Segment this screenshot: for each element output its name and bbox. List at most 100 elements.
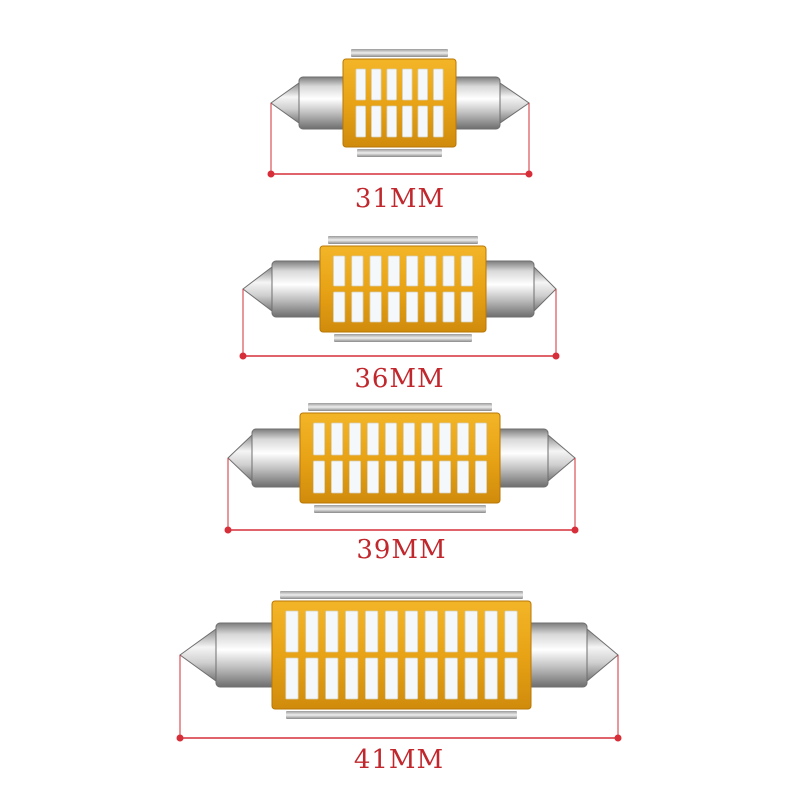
left-end-cap <box>271 260 325 318</box>
led-chip <box>439 460 451 494</box>
led-chip <box>369 255 382 287</box>
led-chip <box>457 460 469 494</box>
top-heatsink-rail <box>351 49 448 57</box>
right-end-tip <box>533 265 557 313</box>
top-heatsink-rail <box>328 236 478 244</box>
led-chip <box>484 657 498 700</box>
led-chip <box>504 657 518 700</box>
led-chip <box>424 255 437 287</box>
led-chip <box>424 657 438 700</box>
led-chip <box>442 291 455 323</box>
led-chip <box>385 460 397 494</box>
led-chip <box>417 68 428 101</box>
led-chip <box>406 291 419 323</box>
led-chip <box>406 255 419 287</box>
right-end-tip <box>586 627 619 683</box>
led-chip <box>464 657 478 700</box>
dimension-endpoint-right <box>571 526 579 534</box>
dimension-endpoint-left <box>267 170 275 178</box>
top-heatsink-rail <box>308 403 492 411</box>
led-chip <box>345 610 359 653</box>
pcb-board <box>299 412 501 504</box>
led-chip <box>387 255 400 287</box>
bulb-36mm <box>239 236 560 360</box>
led-chip <box>355 105 366 138</box>
led-chip <box>402 68 413 101</box>
led-chip <box>475 460 487 494</box>
right-end-cap <box>451 76 501 130</box>
left-end-tip <box>242 265 273 313</box>
bulb-31mm <box>267 49 533 178</box>
size-label-31mm: 31MM <box>354 184 446 214</box>
dimension-endpoint-right <box>552 352 560 360</box>
led-chip <box>442 255 455 287</box>
bulb-41mm <box>176 591 622 742</box>
led-chip <box>369 291 382 323</box>
led-chip <box>386 105 397 138</box>
led-chip <box>349 422 361 456</box>
dimension-endpoint-right <box>525 170 533 178</box>
led-chip <box>424 610 438 653</box>
top-heatsink-rail <box>280 591 523 599</box>
led-chip <box>331 422 343 456</box>
left-end-tip <box>227 433 253 483</box>
led-chip <box>313 422 325 456</box>
left-end-tip <box>270 82 300 124</box>
led-chip <box>325 657 339 700</box>
led-chip <box>371 105 382 138</box>
left-end-cap <box>251 428 305 488</box>
led-chip <box>403 422 415 456</box>
bottom-heatsink-rail <box>334 334 472 342</box>
bulb-39mm <box>224 403 579 534</box>
led-chip <box>367 422 379 456</box>
bottom-heatsink-rail <box>286 711 517 719</box>
led-chip <box>439 422 451 456</box>
led-chip <box>444 610 458 653</box>
right-end-cap <box>481 260 535 318</box>
led-chip <box>403 460 415 494</box>
led-chip <box>313 460 325 494</box>
led-chip <box>444 657 458 700</box>
left-end-cap <box>298 76 348 130</box>
led-chip <box>424 291 437 323</box>
led-chip <box>421 422 433 456</box>
led-chip <box>365 610 379 653</box>
led-chip <box>421 460 433 494</box>
led-chip <box>365 657 379 700</box>
led-chip <box>351 291 364 323</box>
left-end-cap <box>215 622 277 688</box>
dimension-endpoint-right <box>614 734 622 742</box>
size-label-39mm: 39MM <box>356 535 447 565</box>
led-chip <box>349 460 361 494</box>
led-chip <box>433 105 444 138</box>
led-chip <box>402 105 413 138</box>
led-chip <box>325 610 339 653</box>
size-label-41mm: 41MM <box>353 745 445 775</box>
right-end-cap <box>526 622 588 688</box>
led-chip <box>331 460 343 494</box>
led-chip <box>333 291 346 323</box>
led-chip <box>386 68 397 101</box>
led-chip <box>460 291 473 323</box>
led-chip <box>404 610 419 653</box>
led-chip <box>367 460 379 494</box>
left-end-tip <box>179 628 217 682</box>
led-chip <box>464 610 478 653</box>
bottom-heatsink-rail <box>357 149 442 157</box>
led-chip <box>504 610 518 653</box>
led-chip <box>285 610 299 653</box>
led-chip <box>475 422 487 456</box>
led-chip <box>355 68 366 101</box>
led-chip <box>433 68 444 101</box>
led-chip <box>385 422 397 456</box>
led-chip <box>371 68 382 101</box>
led-chip <box>457 422 469 456</box>
dimension-endpoint-left <box>176 734 184 742</box>
led-chip <box>333 255 346 287</box>
led-chip <box>387 291 400 323</box>
led-chip <box>345 657 359 700</box>
led-chip <box>305 610 319 653</box>
size-label-36mm: 36MM <box>354 364 445 394</box>
